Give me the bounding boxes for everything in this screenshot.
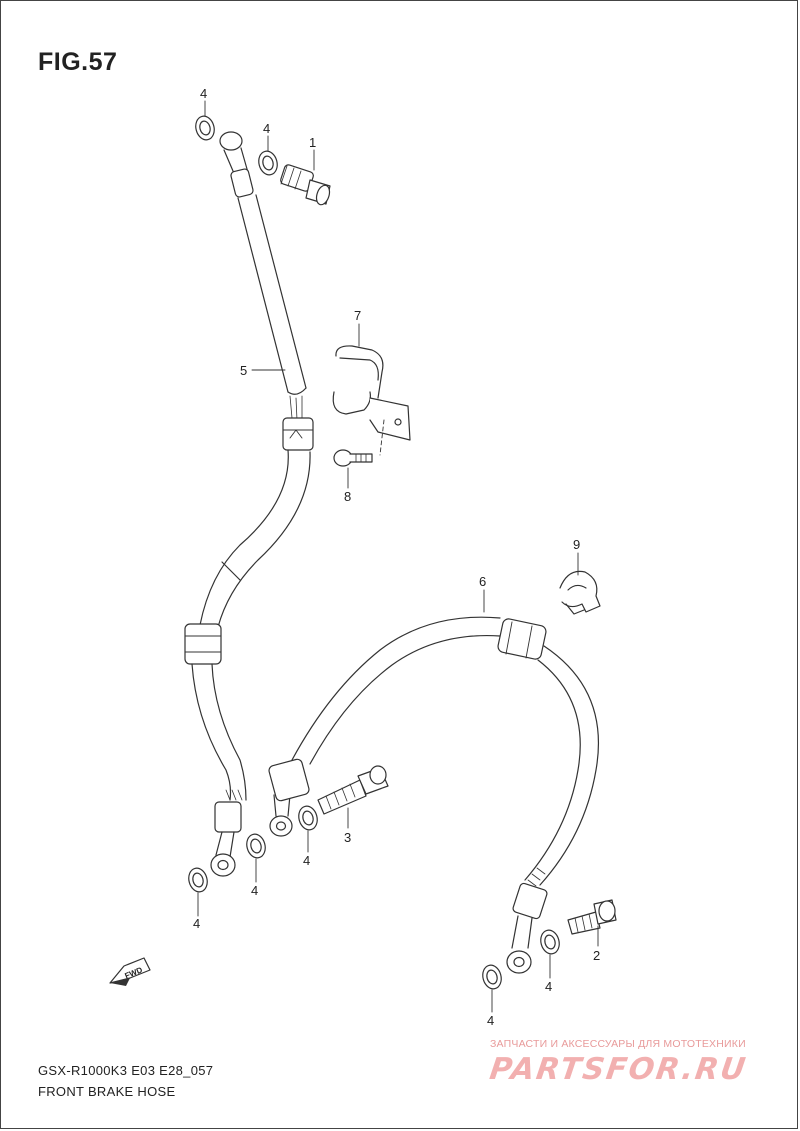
washer-4[interactable] [296, 804, 320, 832]
hose-crimp [230, 168, 254, 198]
callout-9: 9 [573, 537, 580, 552]
hose-crimp-lower [214, 801, 242, 833]
callout-8: 8 [344, 489, 351, 504]
callout-4: 4 [251, 883, 258, 898]
hose-bracket-7[interactable] [332, 345, 411, 456]
union-bolt-3[interactable] [317, 765, 389, 815]
banjo-fitting [219, 131, 243, 151]
callout-3: 3 [344, 830, 351, 845]
washer-4[interactable] [480, 963, 504, 991]
leader-lines [197, 100, 599, 1013]
hose-grommet [282, 417, 314, 451]
hose-crimp [268, 758, 310, 802]
hose-crimp-lower [512, 882, 548, 920]
banjo-fitting [269, 815, 293, 837]
washer-4[interactable] [538, 928, 562, 956]
washer-4[interactable] [244, 832, 268, 860]
brake-hose-5[interactable] [184, 131, 314, 877]
callout-2: 2 [593, 948, 600, 963]
hose-clamp-9[interactable] [559, 570, 601, 615]
banjo-fitting-lower [210, 853, 236, 877]
callout-4: 4 [263, 121, 270, 136]
union-bolt-1[interactable] [280, 164, 332, 207]
callout-1: 1 [309, 135, 316, 150]
union-bolt-2[interactable] [567, 899, 617, 935]
hose-grommet [497, 618, 547, 660]
callout-4: 4 [303, 853, 310, 868]
callout-7: 7 [354, 308, 361, 323]
section-title: FRONT BRAKE HOSE [38, 1084, 176, 1099]
washer-4[interactable] [186, 866, 210, 894]
model-code: GSX-R1000K3 E03 E28_057 [38, 1063, 214, 1078]
callout-4: 4 [193, 916, 200, 931]
callout-4: 4 [200, 86, 207, 101]
fwd-arrow-icon: FWD [109, 957, 151, 986]
watermark-logo: PARTSFOR.RU [487, 1052, 750, 1087]
callout-5: 5 [240, 363, 247, 378]
figure-title: FIG.57 [38, 48, 118, 76]
banjo-fitting-lower [506, 950, 532, 974]
hose-grommet-lower [184, 623, 222, 665]
callout-4: 4 [487, 1013, 494, 1028]
bolt-8[interactable] [333, 449, 373, 467]
callout-4: 4 [545, 979, 552, 994]
washer-4[interactable] [193, 114, 217, 142]
callout-6: 6 [479, 574, 486, 589]
brake-hose-6[interactable] [268, 616, 600, 974]
watermark-tagline: ЗАПЧАСТИ И АКСЕССУАРЫ ДЛЯ МОТОТЕХНИКИ [490, 1038, 746, 1050]
washer-4[interactable] [256, 149, 280, 177]
